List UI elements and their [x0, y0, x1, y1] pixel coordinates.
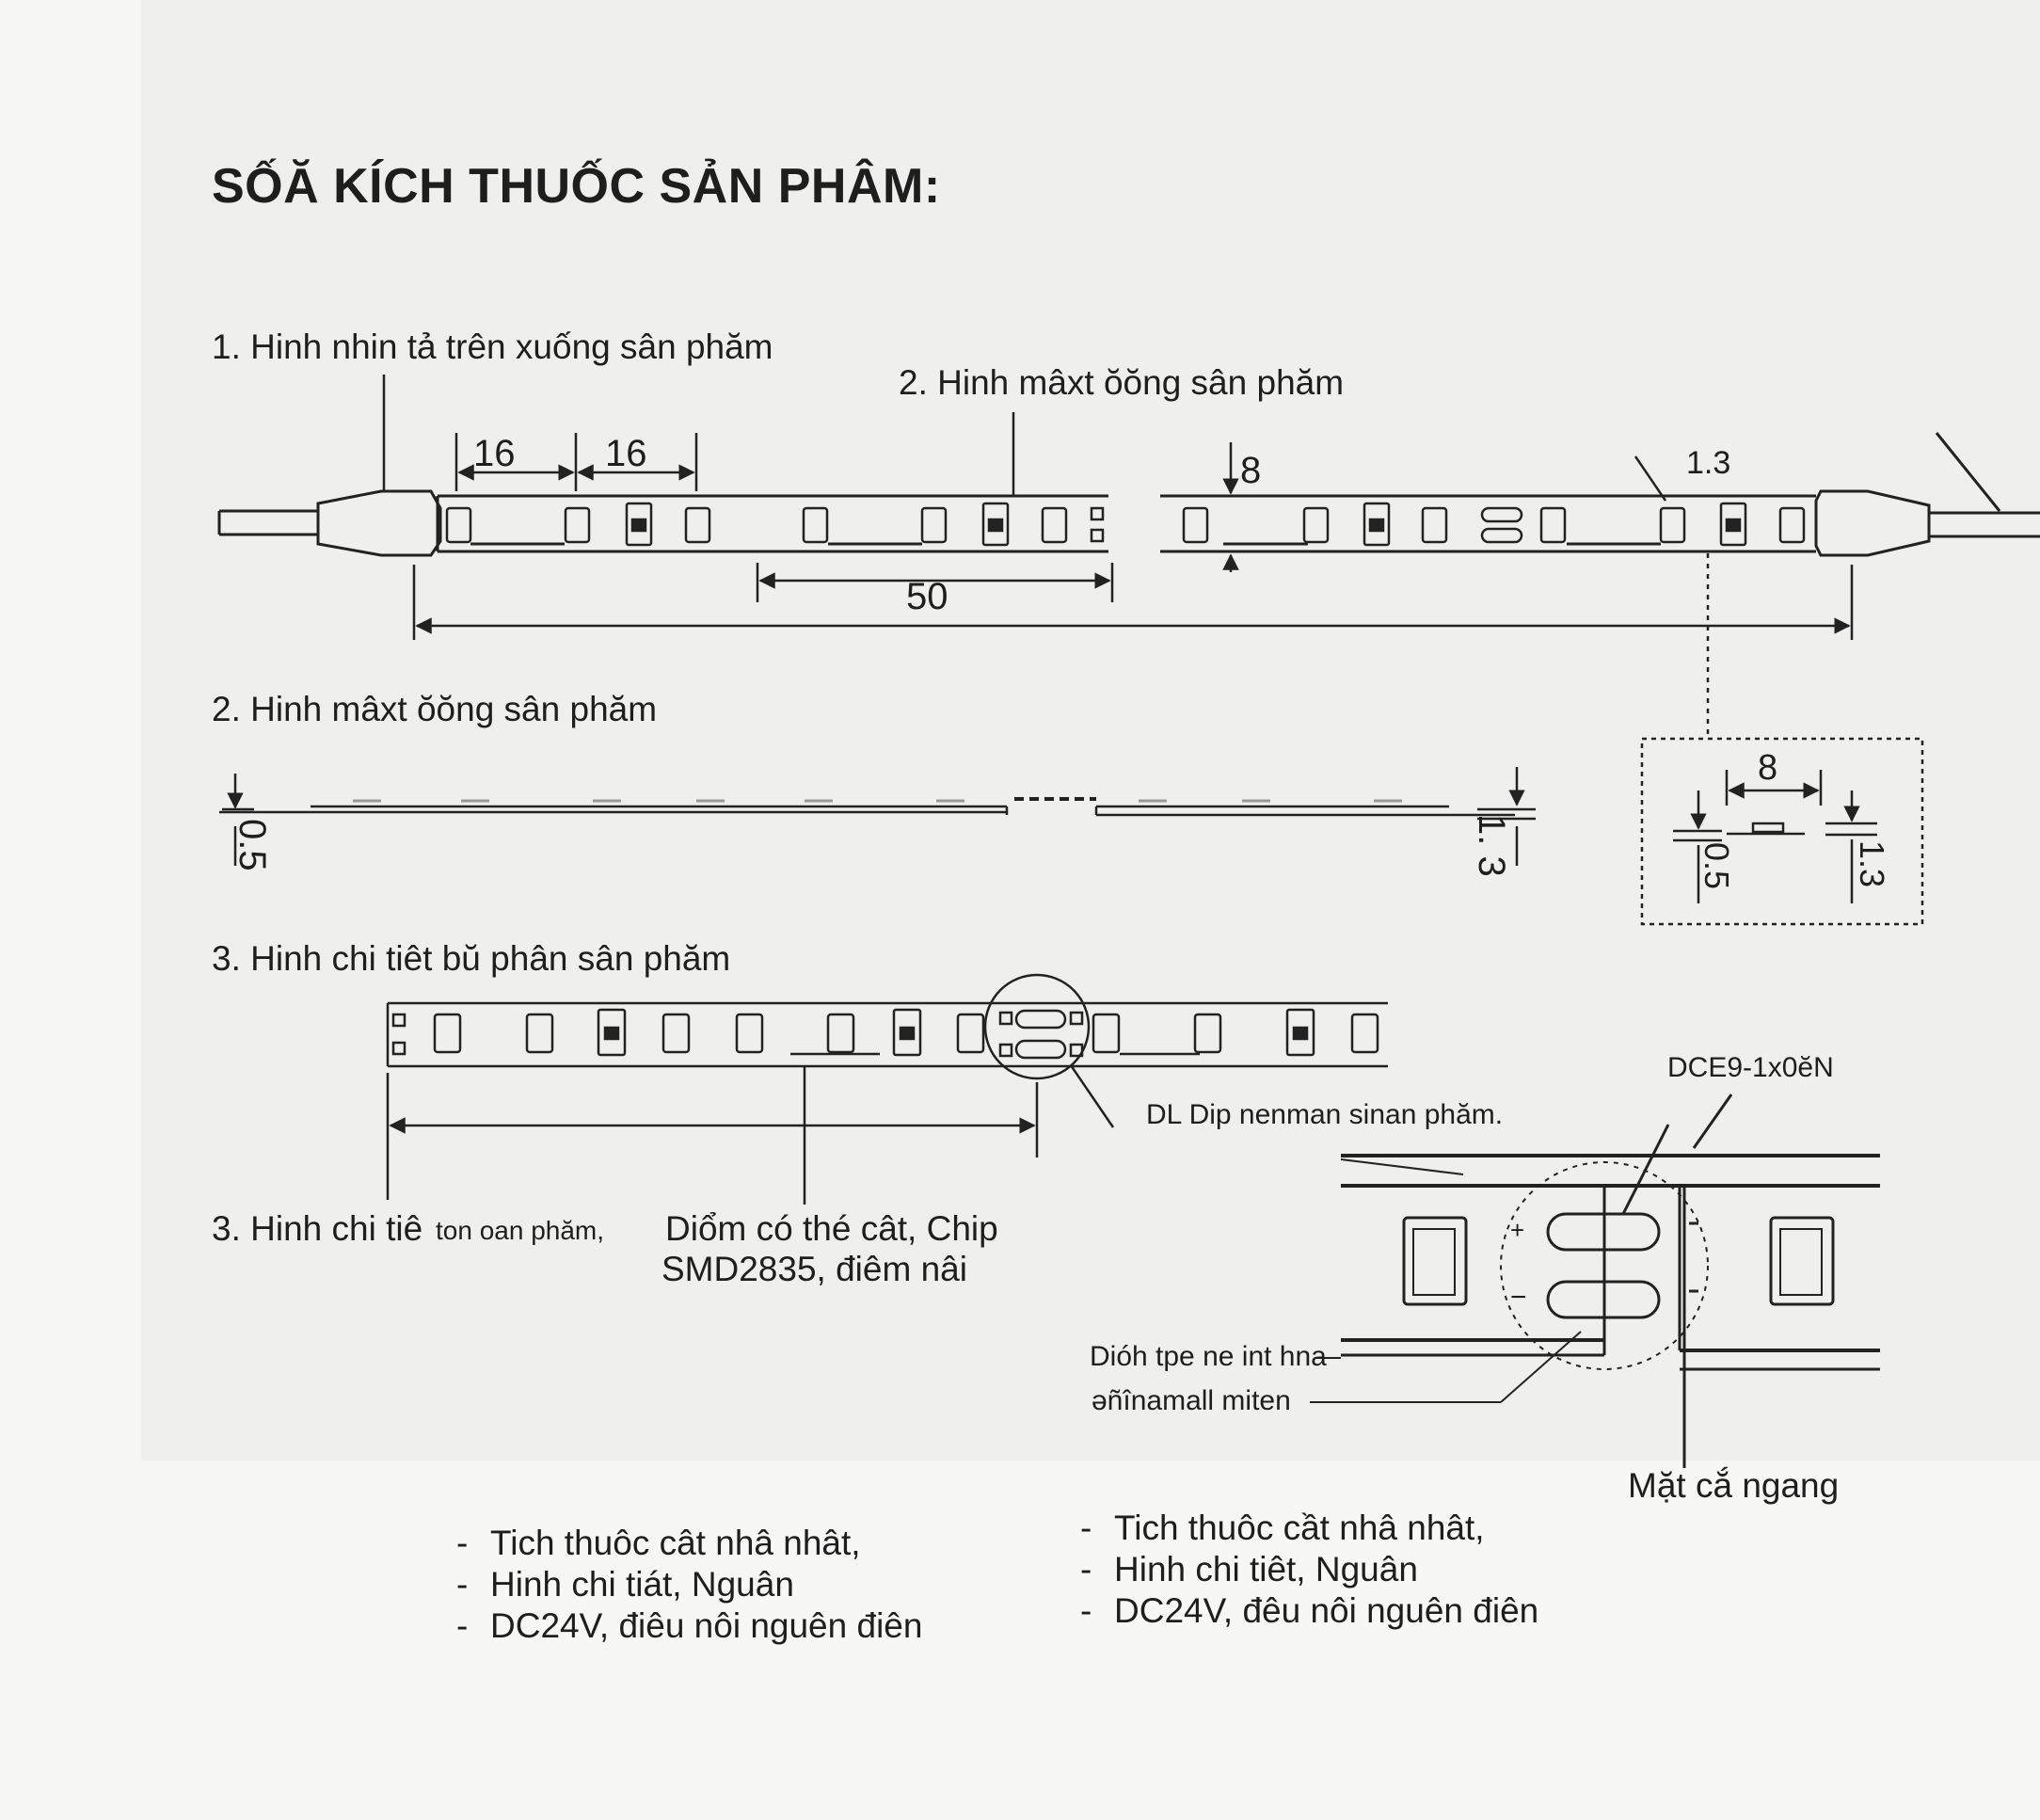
thickness-label: 1.3: [1686, 445, 1731, 481]
cross-section-label: Mặt cắ ngang: [1628, 1466, 1840, 1505]
chip-note-part2: ton oan phăm,: [436, 1216, 605, 1245]
connection-detail: [1310, 1094, 1880, 1468]
notes-right-item: DC24V, đêu nôi nguên điên: [1080, 1590, 1538, 1632]
dc-voltage-label: DCE9-1x0ĕN: [1667, 1052, 1834, 1083]
cut-length: 50: [906, 576, 948, 617]
section-2-top-label: 2. Hinh mâxt ŏŏng sân phăm: [899, 363, 1345, 402]
notes-left-item: Tich thuôc cât nhâ nhât,: [456, 1523, 922, 1564]
minus-pad-icon: −: [1510, 1282, 1527, 1313]
detail-right-thickness: 1.3: [1853, 840, 1891, 888]
notes-right: Tich thuôc cầt nhâ nhât, Hinh chi tiêt,…: [1080, 1508, 1538, 1632]
plus-pad-icon: +: [1510, 1216, 1525, 1244]
top-view-strip: [217, 432, 2040, 557]
page-title: SỐĂ KÍCH THUỐC SẢN PHÂM:: [212, 159, 941, 214]
cross-section-detail: [1640, 737, 1924, 926]
top-view-dimensions: [382, 375, 1854, 734]
section-1-label: 1. Hinh nhin tả trên xuống sân phăm: [212, 327, 773, 366]
led-pitch-2: 16: [605, 433, 647, 474]
detail-strip: [386, 973, 1388, 1205]
detail-left-thickness: 0.5: [1697, 842, 1736, 890]
side-thickness-left: 0.5: [231, 819, 273, 871]
notes-left-item: Hinh chi tiát, Nguân: [456, 1564, 922, 1605]
dip-note: DL Dip nenman sinan phăm.: [1146, 1099, 1504, 1130]
notes-left: Tich thuôc cât nhâ nhât, Hinh chi tiát, …: [456, 1523, 922, 1647]
led-pitch-1: 16: [473, 433, 516, 474]
pad-note-2: ǝñînamall miten: [1092, 1385, 1291, 1416]
notes-left-item: DC24V, điêu nôi nguên điên: [456, 1605, 922, 1647]
notes-right-item: Hinh chi tiêt, Nguân: [1080, 1549, 1538, 1590]
notes-right-item: Tich thuôc cầt nhâ nhât,: [1080, 1508, 1538, 1549]
chip-note-line2: SMD2835, điêm nâi: [661, 1250, 967, 1288]
side-view-strip: [219, 767, 1536, 866]
detail-width: 8: [1758, 748, 1778, 788]
section-2-label: 2. Hinh mâxt ŏŏng sân phăm: [212, 690, 658, 728]
chip-note-part1: 3. Hinh chi tiê: [212, 1209, 423, 1248]
section-3-label: 3. Hinh chi tiêt bŭ phân sân phăm: [212, 939, 731, 978]
top-view-leds: [445, 502, 1806, 547]
side-thickness-right: 1. 3: [1471, 814, 1512, 877]
strip-width: 8: [1240, 450, 1262, 491]
chip-note-part3: Diổm có thé cât, Chip: [665, 1209, 998, 1248]
pad-note-1: Dióh tpe ne int hna: [1090, 1341, 1327, 1372]
diagram-panel: [141, 0, 2040, 1461]
